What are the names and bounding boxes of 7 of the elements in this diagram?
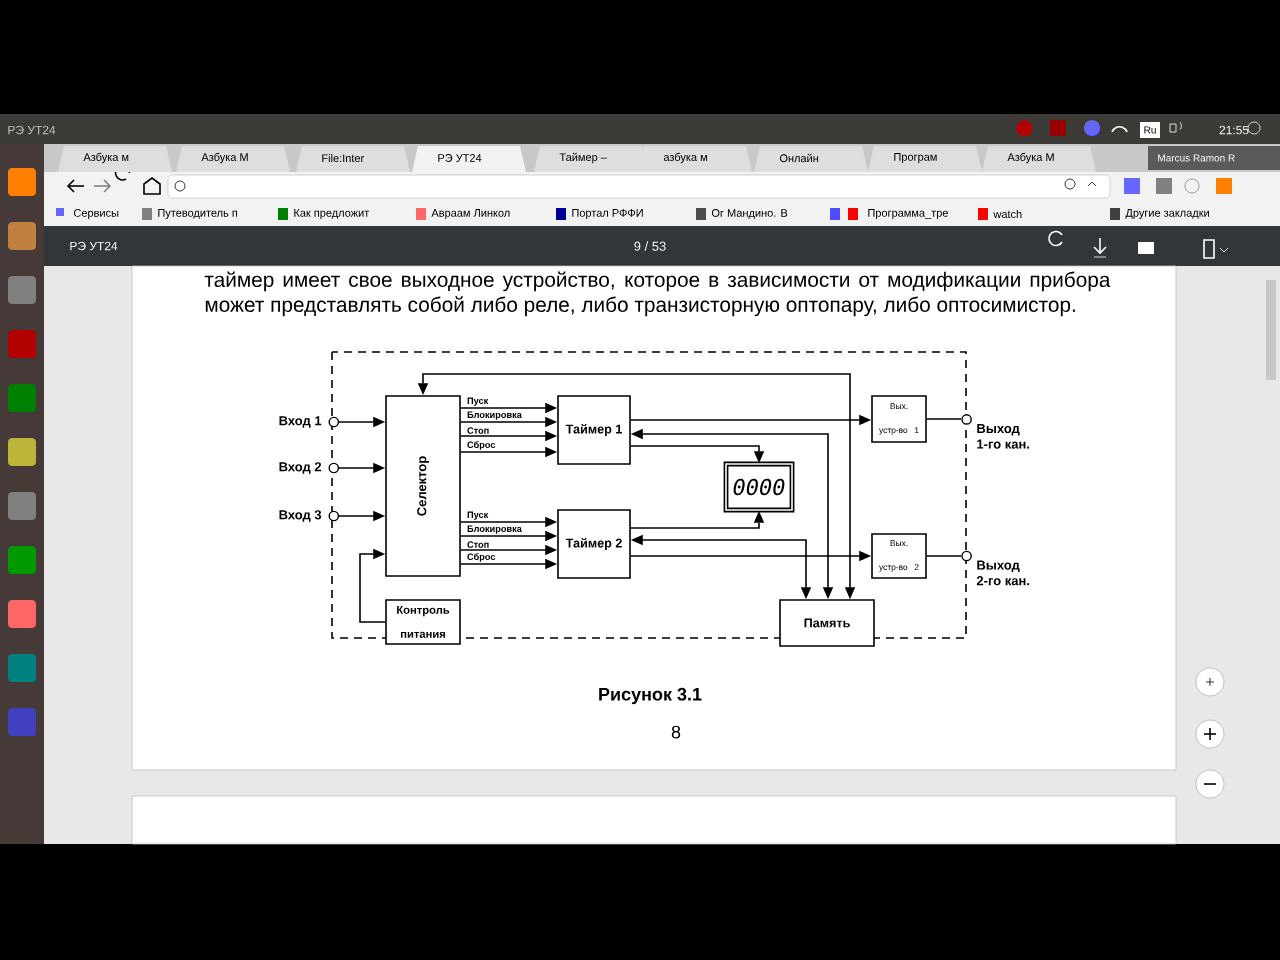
- digit-display: 0000: [723, 461, 795, 513]
- connector-line: [359, 548, 386, 623]
- paragraph-text: таймер имеет свое выходное устройство, которое в зависимости от модификации прибора может представлять собой либо реле, либо транзисторную оптопару, либо оптосимистор.: [204, 271, 1111, 317]
- connector-line: [926, 418, 962, 420]
- figure-caption: Рисунок 3.1: [599, 687, 702, 705]
- page-number: 8: [671, 725, 681, 739]
- connector-line: [926, 555, 962, 557]
